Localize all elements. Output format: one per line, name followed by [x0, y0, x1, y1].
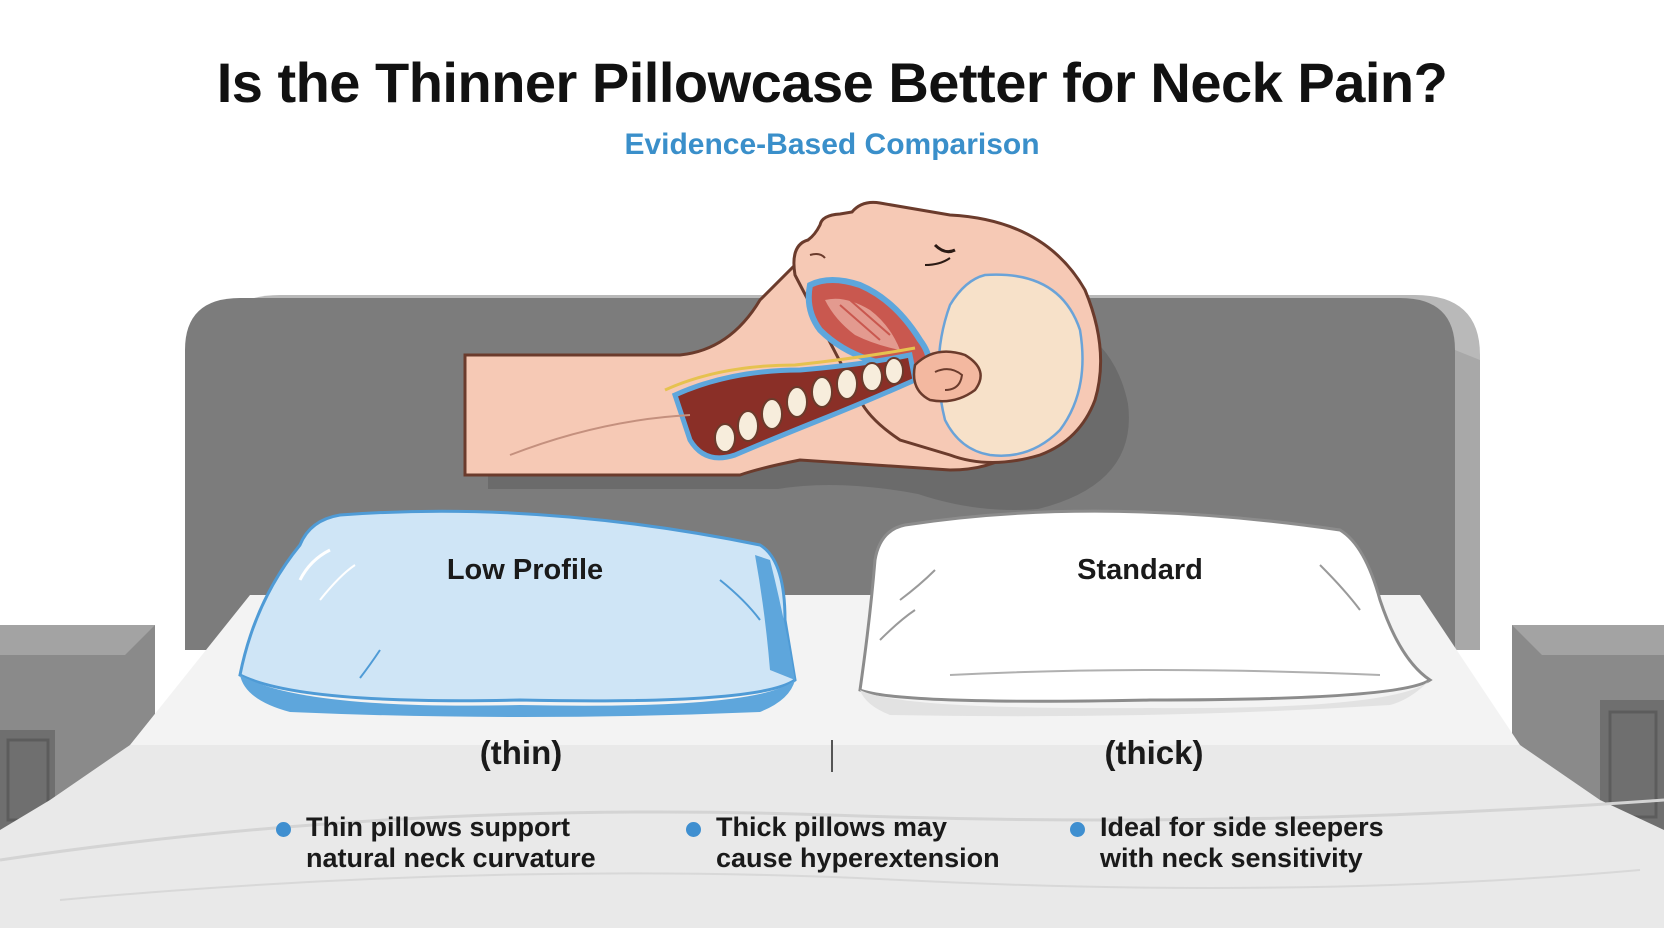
head-neck-anatomy — [463, 200, 1129, 510]
low-profile-pillow — [238, 509, 797, 717]
bullet-item: Thick pillows may cause hyperextension — [686, 812, 1016, 874]
bullet-item: Thin pillows support natural neck curvat… — [276, 812, 606, 874]
bullet-text: Thick pillows may cause hyperextension — [716, 812, 1000, 873]
thick-descriptor: (thick) — [1104, 734, 1204, 771]
standard-pillow — [858, 509, 1433, 717]
spine-vertebrae — [714, 357, 904, 453]
page-subtitle: Evidence-Based Comparison — [624, 128, 1040, 161]
low-profile-label: Low Profile — [446, 554, 604, 586]
bullet-dot-icon — [686, 822, 701, 837]
thin-descriptor: (thin) — [479, 734, 563, 771]
bullet-item: Ideal for side sleepers with neck sensit… — [1070, 812, 1400, 874]
bullet-dot-icon — [276, 822, 291, 837]
bullet-dot-icon — [1070, 822, 1085, 837]
standard-label: Standard — [1077, 554, 1203, 586]
page-title: Is the Thinner Pillowcase Better for Nec… — [216, 51, 1448, 114]
bullet-text: Thin pillows support natural neck curvat… — [306, 812, 596, 873]
bullet-text: Ideal for side sleepers with neck sensit… — [1100, 812, 1384, 873]
